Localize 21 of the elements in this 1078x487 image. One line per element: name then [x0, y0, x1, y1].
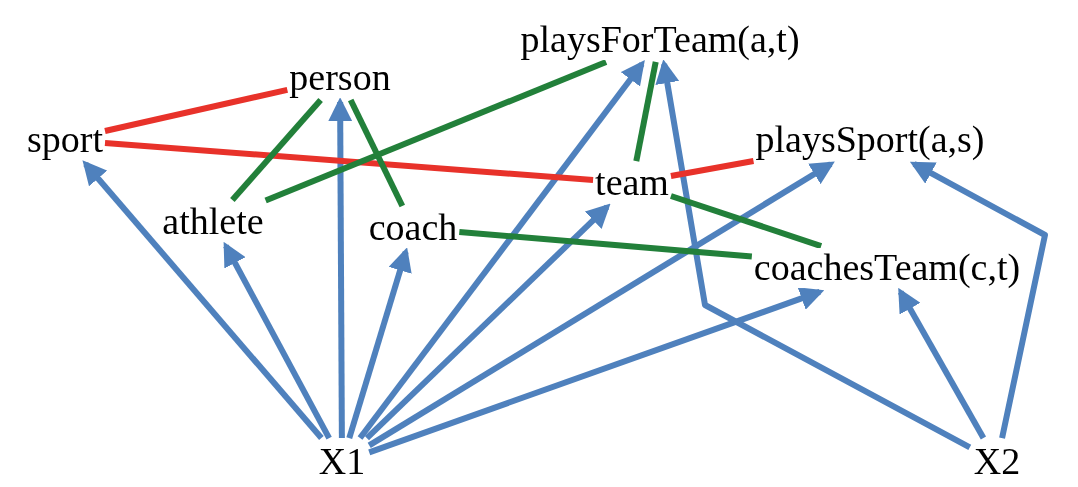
connector-line [670, 193, 823, 249]
arrow [367, 161, 835, 448]
connector-line [264, 59, 608, 204]
arrow [655, 59, 972, 450]
connector-line [670, 158, 754, 179]
arrow [357, 60, 645, 440]
connector-line [230, 97, 323, 203]
connector-line [104, 140, 594, 184]
arrow [909, 161, 1048, 439]
arrow [364, 203, 611, 441]
connector-line [459, 228, 753, 260]
connector-line [348, 98, 405, 208]
arrow [897, 287, 987, 440]
arrow [346, 247, 412, 439]
arrow [368, 287, 825, 456]
arrow [328, 97, 353, 439]
arrow [223, 241, 332, 440]
node-label: coachesTeam(c,t) [753, 248, 1021, 288]
connector-line [633, 61, 659, 162]
connector-line [104, 86, 288, 134]
arrow [82, 160, 324, 440]
